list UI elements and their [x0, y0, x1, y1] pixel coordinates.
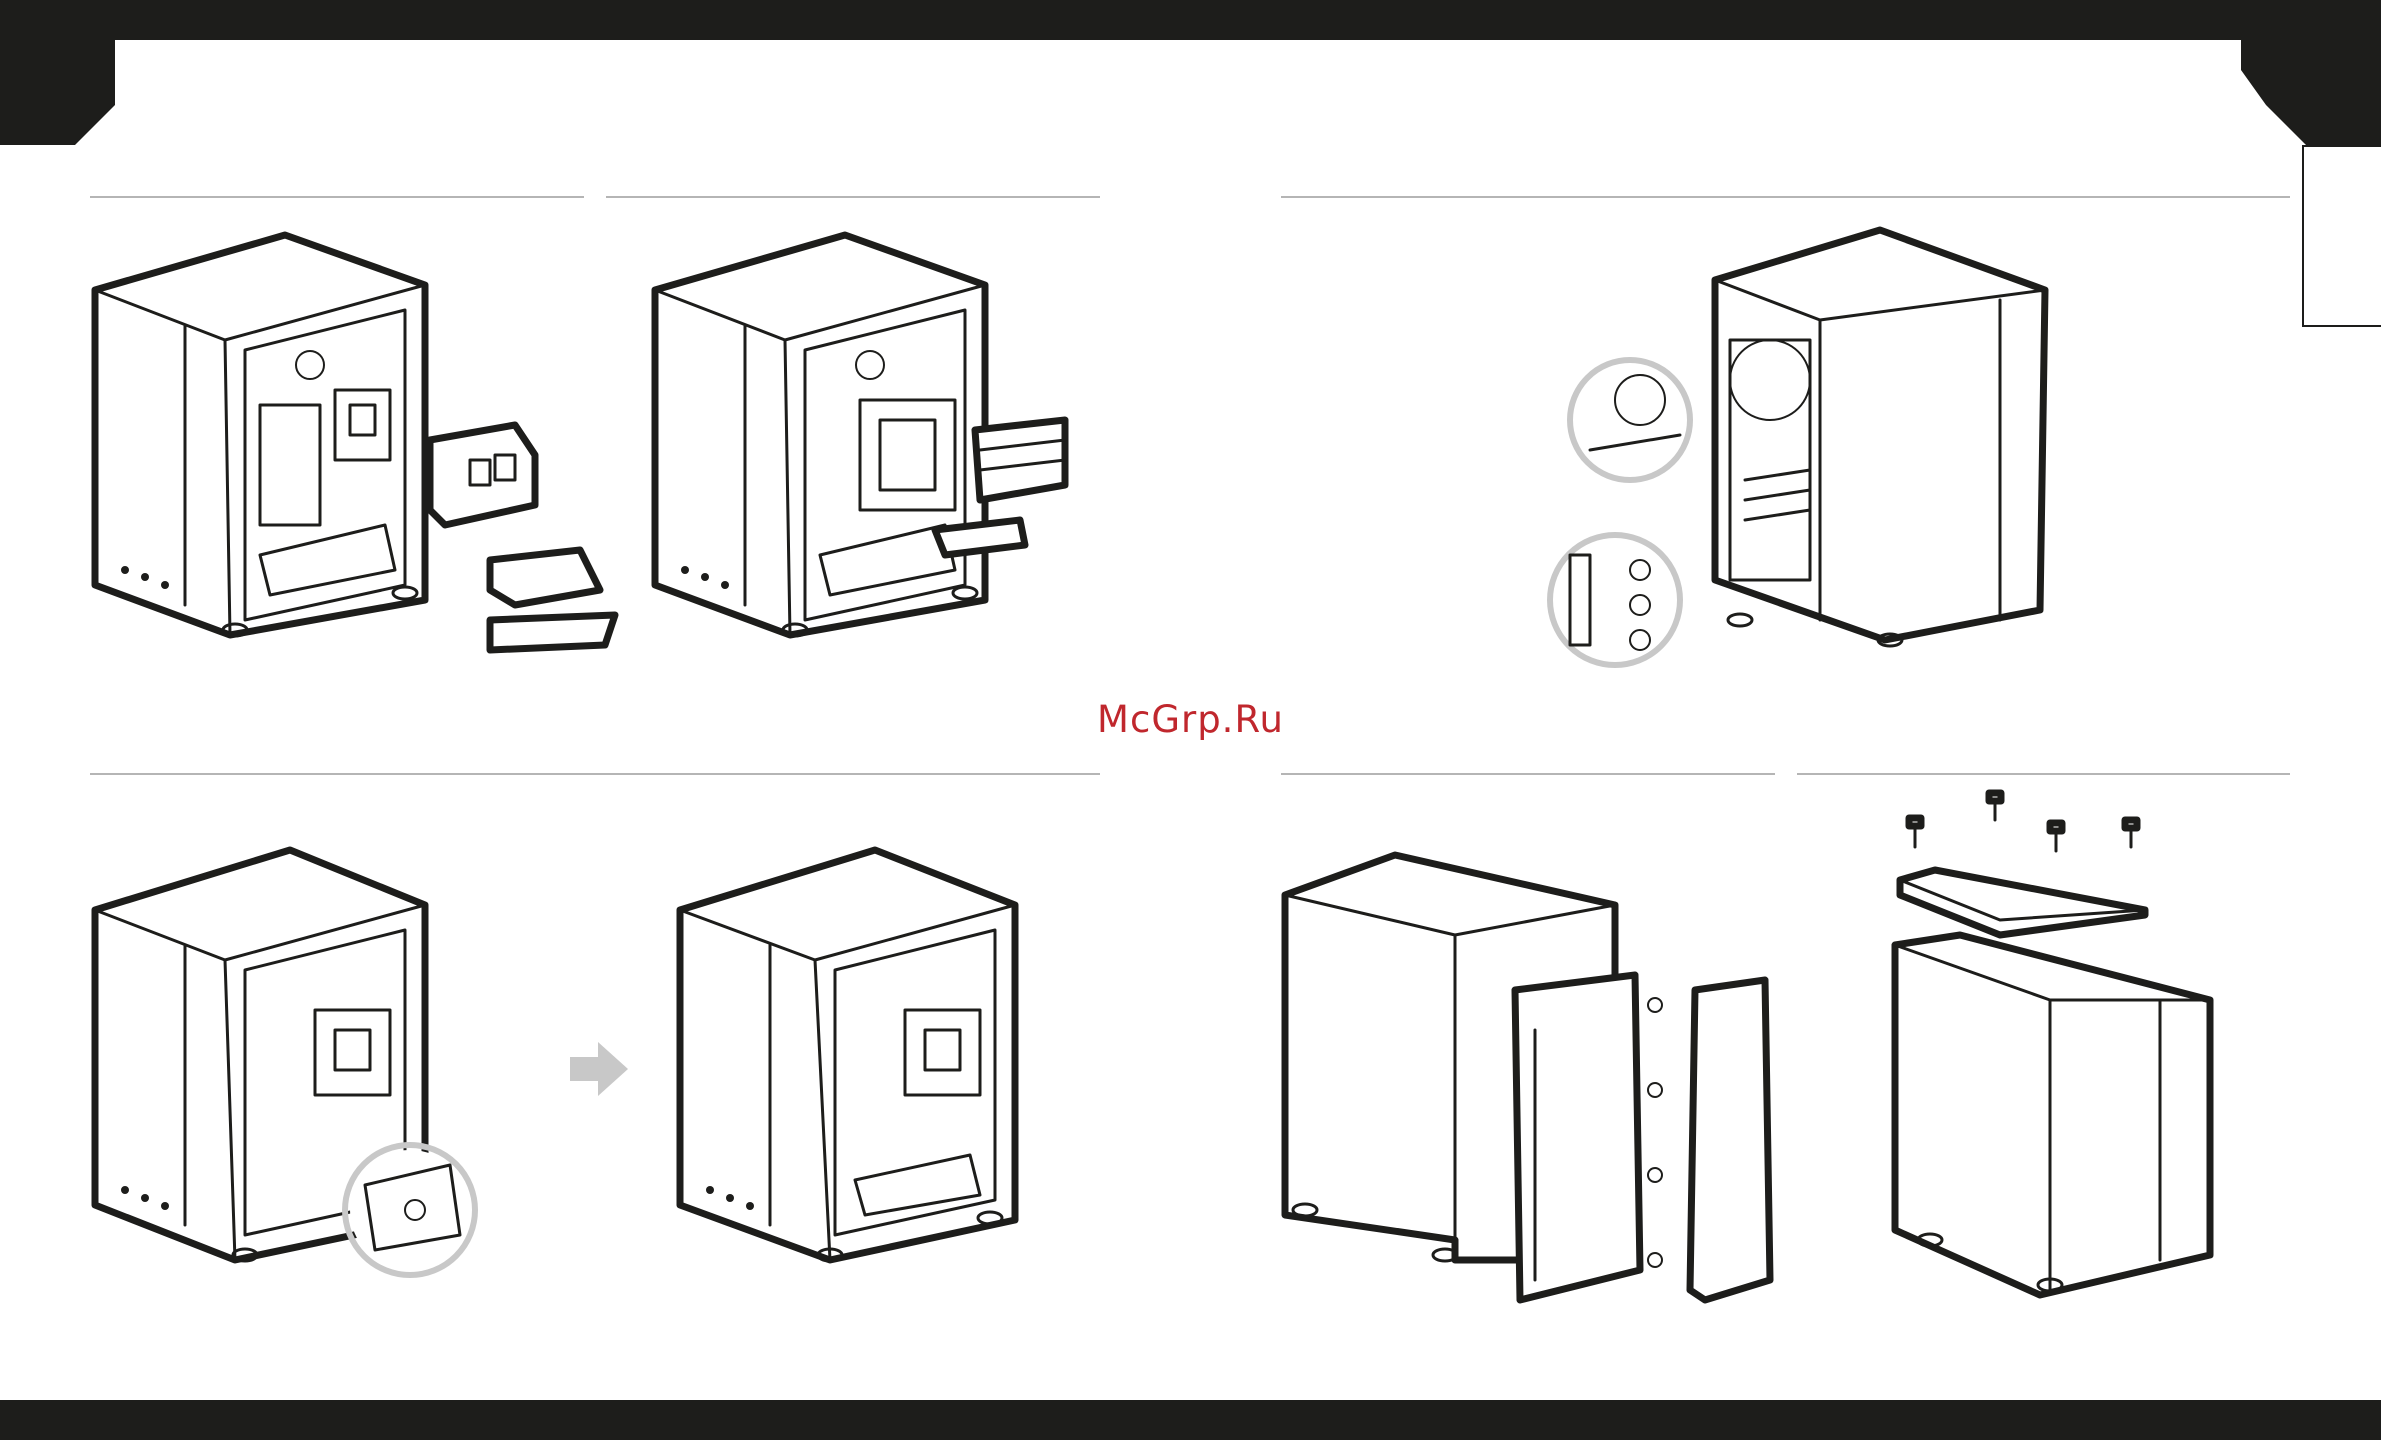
- watermark-text: McGrp.Ru: [0, 698, 2381, 741]
- section-rule: [90, 196, 584, 198]
- case-illustration-1: [85, 225, 625, 665]
- chapter-side-tab: [2302, 145, 2381, 327]
- case-illustration-6: [1275, 840, 1795, 1310]
- case-illustration-7: [1880, 785, 2230, 1305]
- case-illustration-3: [1530, 220, 2060, 690]
- header-tab-left: [0, 0, 120, 150]
- case-illustration-4: [85, 840, 505, 1300]
- header-tab-right: [2241, 0, 2381, 150]
- step-arrow-icon: [570, 1042, 630, 1097]
- section-rule: [1281, 773, 1775, 775]
- case-illustration-2: [645, 225, 1085, 665]
- section-rule: [606, 196, 1100, 198]
- bottom-footer-bar: [0, 1400, 2381, 1440]
- top-header-bar: [0, 0, 2381, 40]
- section-rule: [1281, 196, 2290, 198]
- section-rule: [90, 773, 1100, 775]
- case-illustration-5: [670, 840, 1050, 1300]
- section-rule: [1797, 773, 2290, 775]
